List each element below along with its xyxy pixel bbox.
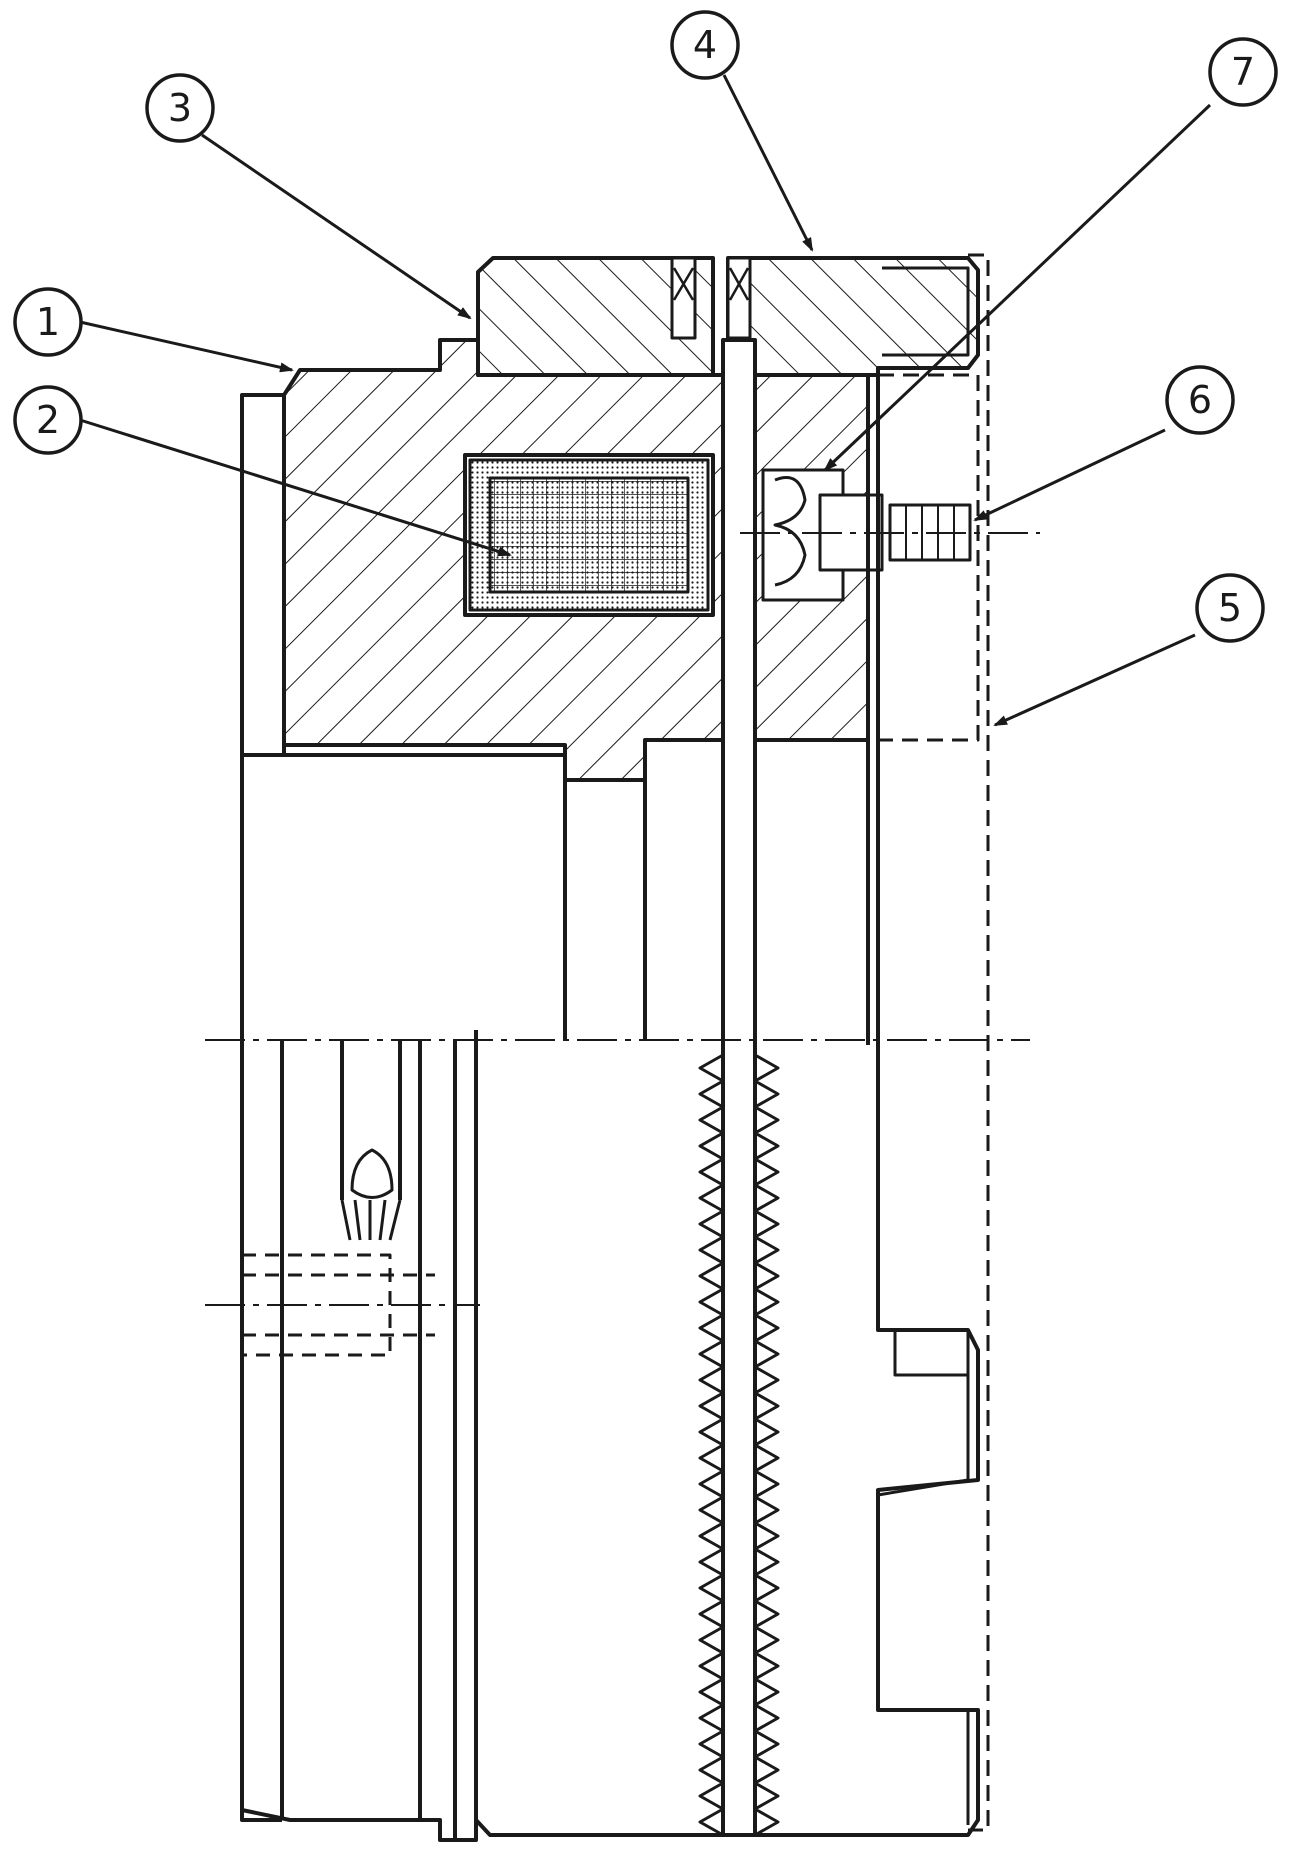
lower-hub xyxy=(240,1030,478,1842)
callout-1: 1 xyxy=(13,287,83,357)
svg-text:7: 7 xyxy=(1231,50,1255,94)
tooth-row-right xyxy=(753,1053,780,1837)
pin-dashed xyxy=(242,1253,435,1357)
ring-notch xyxy=(882,266,970,357)
callout-7: 7 xyxy=(1208,37,1278,107)
coil-winding xyxy=(488,476,690,594)
svg-text:2: 2 xyxy=(36,398,60,442)
spring xyxy=(773,476,807,587)
friction-disc xyxy=(721,338,757,1837)
disc-teeth-right xyxy=(753,1053,780,1837)
flange-plate xyxy=(240,393,286,757)
callout-6: 6 xyxy=(1165,365,1235,435)
cover-dashed-outline xyxy=(878,253,990,1832)
svg-text:1: 1 xyxy=(36,300,60,344)
top-ring-right xyxy=(726,256,980,377)
leader-2 xyxy=(79,418,512,557)
leader-4 xyxy=(722,74,814,252)
callout-2: 2 xyxy=(13,385,83,455)
disc-teeth-left xyxy=(698,1053,725,1837)
leader-1 xyxy=(79,320,294,373)
leader-7 xyxy=(823,103,1212,472)
lever xyxy=(340,1148,402,1241)
tooth-row-left xyxy=(698,1053,725,1837)
callout-4: 4 xyxy=(670,10,740,80)
svg-text:4: 4 xyxy=(693,23,717,67)
seal-left xyxy=(670,256,697,340)
leader-3 xyxy=(201,133,472,320)
svg-text:6: 6 xyxy=(1188,378,1212,422)
svg-text:3: 3 xyxy=(168,86,192,130)
callout-5: 5 xyxy=(1195,573,1265,643)
cover-plate xyxy=(866,375,880,1045)
leader-5 xyxy=(993,633,1196,727)
top-ring-left xyxy=(476,256,715,377)
svg-text:5: 5 xyxy=(1218,586,1242,630)
lever-slot xyxy=(340,1040,402,1200)
flange-exterior xyxy=(240,755,282,1822)
callout-3: 3 xyxy=(145,73,215,143)
leader-6 xyxy=(973,428,1166,522)
